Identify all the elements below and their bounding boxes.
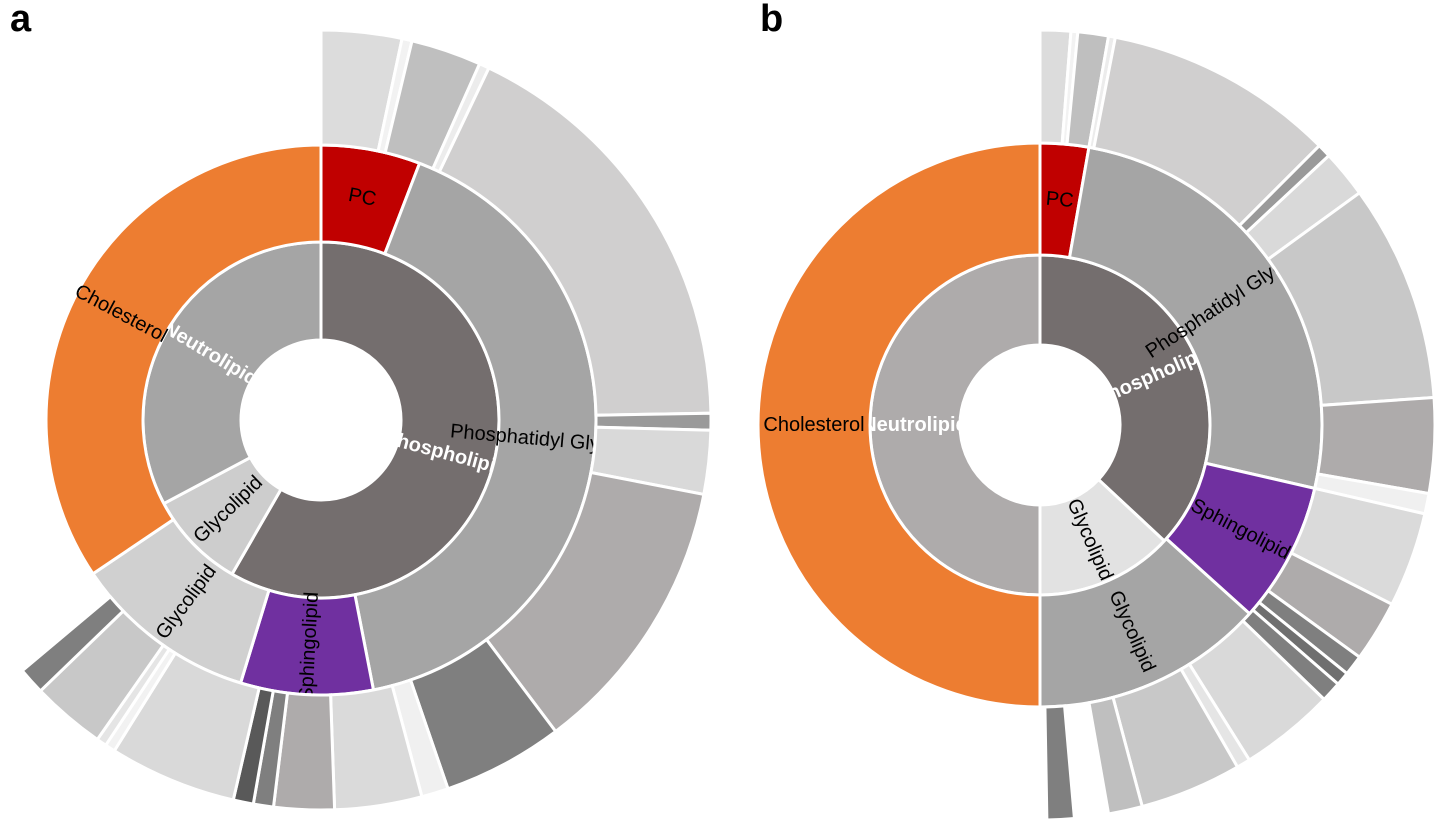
label-pc: PC xyxy=(1045,188,1075,212)
sunburst-chart-b: PhospholipidGlycolipidNeutrolipidPCPhosp… xyxy=(756,28,1434,822)
ring3-segment-19 xyxy=(20,594,126,694)
label-pc: PC xyxy=(347,184,378,211)
panel-a: a PhospholipidGlycolipidNeutrolipidPCPho… xyxy=(10,0,713,812)
label-cholesterol: Cholesterol xyxy=(763,414,864,436)
center-hole xyxy=(960,345,1120,505)
center-hole xyxy=(241,340,401,500)
panel-b: b PhospholipidGlycolipidNeutrolipidPCPho… xyxy=(756,0,1434,822)
panel-letter-a: a xyxy=(10,0,32,40)
label-neutrolipid: Neutrolipid xyxy=(862,414,968,436)
ring3-segment-20 xyxy=(1043,704,1077,822)
ring2-segment-cholesterol xyxy=(44,143,323,576)
ring3-segment-19 xyxy=(1087,695,1145,816)
ring3-segment-8 xyxy=(1266,190,1434,407)
sunburst-chart-a: PhospholipidGlycolipidNeutrolipidPCPhosp… xyxy=(20,28,713,812)
ring2-segment-cholesterol xyxy=(756,141,1042,709)
panel-letter-b: b xyxy=(760,0,783,40)
